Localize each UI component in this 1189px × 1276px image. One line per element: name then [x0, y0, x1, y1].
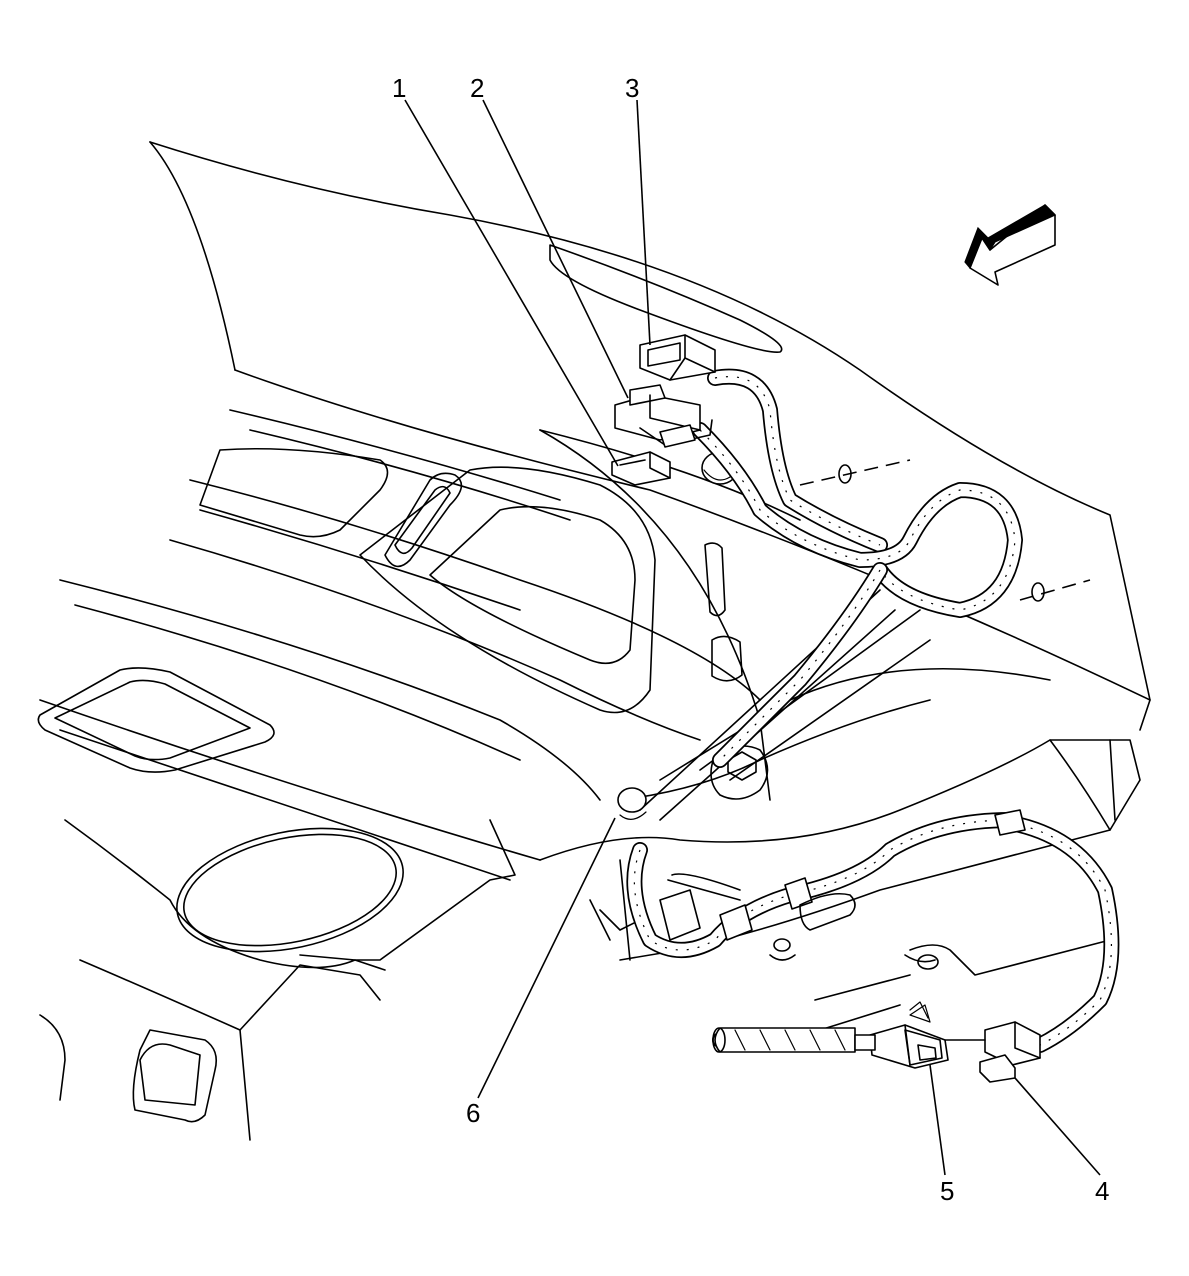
callout-6: 6: [466, 1098, 480, 1128]
callout-labels: 1 2 3 4 5 6: [392, 73, 1109, 1206]
connector-3: [639, 334, 716, 381]
connector-5: [869, 1001, 949, 1069]
callout-5: 5: [940, 1176, 954, 1206]
callout-1: 1: [392, 73, 406, 103]
connector-1: [611, 451, 671, 486]
forward-direction-arrow-icon: [964, 204, 1057, 286]
connector-4: [944, 1021, 1041, 1083]
rear-body-structure: [37, 409, 1141, 1141]
callout-3: 3: [625, 73, 639, 103]
callout-4: 4: [1095, 1176, 1109, 1206]
connector-2: [614, 384, 713, 448]
mounting-bolt-center: [710, 745, 769, 800]
mounting-bolt-left: [617, 787, 647, 820]
harness-end-spiral: [712, 1027, 876, 1053]
callout-2: 2: [470, 73, 484, 103]
leader-lines: [404, 99, 1101, 1176]
deck-lid-panel: [149, 141, 1151, 731]
